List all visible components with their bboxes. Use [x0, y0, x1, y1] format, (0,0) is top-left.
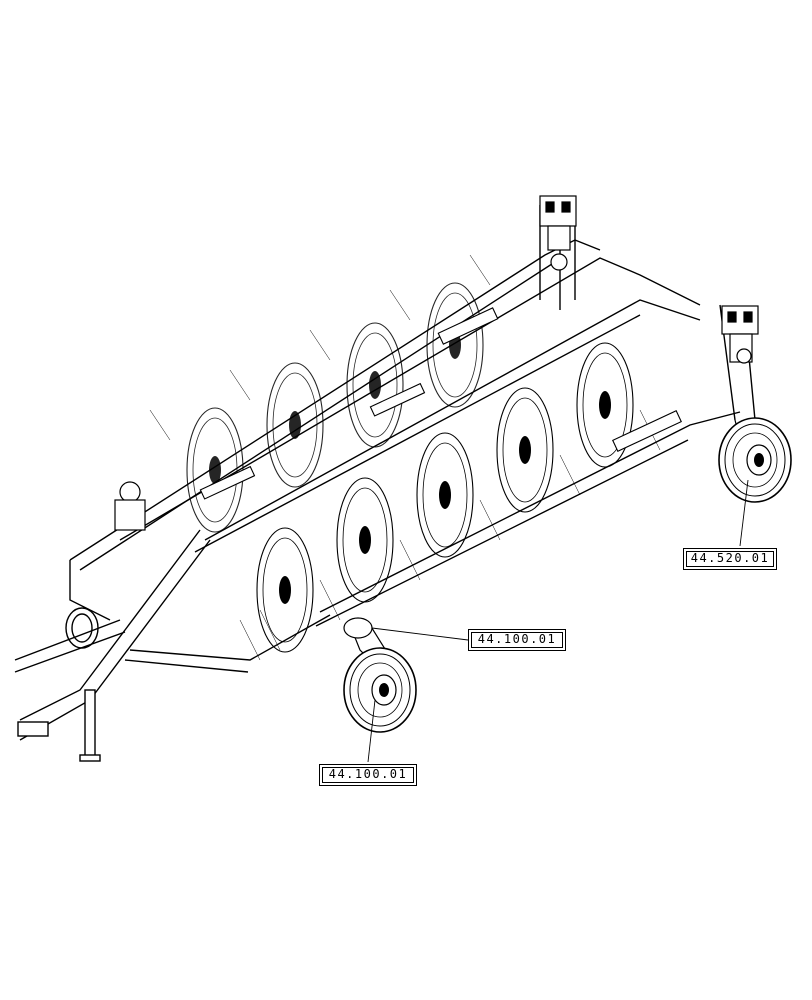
rake-tines [149, 254, 661, 661]
hydraulic-cylinders [199, 307, 682, 500]
left-hub [114, 481, 146, 531]
main-frame [69, 205, 756, 673]
callout-rear-wheel: 44.520.01 [683, 548, 777, 570]
transport-wheel-rear [718, 417, 792, 503]
hitch-mount-top [539, 195, 577, 271]
callout-caster-mount: 44.100.01 [468, 629, 566, 651]
tongue [14, 529, 211, 762]
caster-wheel-front [343, 617, 417, 733]
callout-caster-wheel: 44.100.01 [319, 764, 417, 786]
rake-wheels-lower [256, 342, 634, 653]
hitch-mount-right [721, 305, 759, 364]
leader-lines [367, 479, 749, 763]
rake-wheels-upper [186, 282, 484, 533]
